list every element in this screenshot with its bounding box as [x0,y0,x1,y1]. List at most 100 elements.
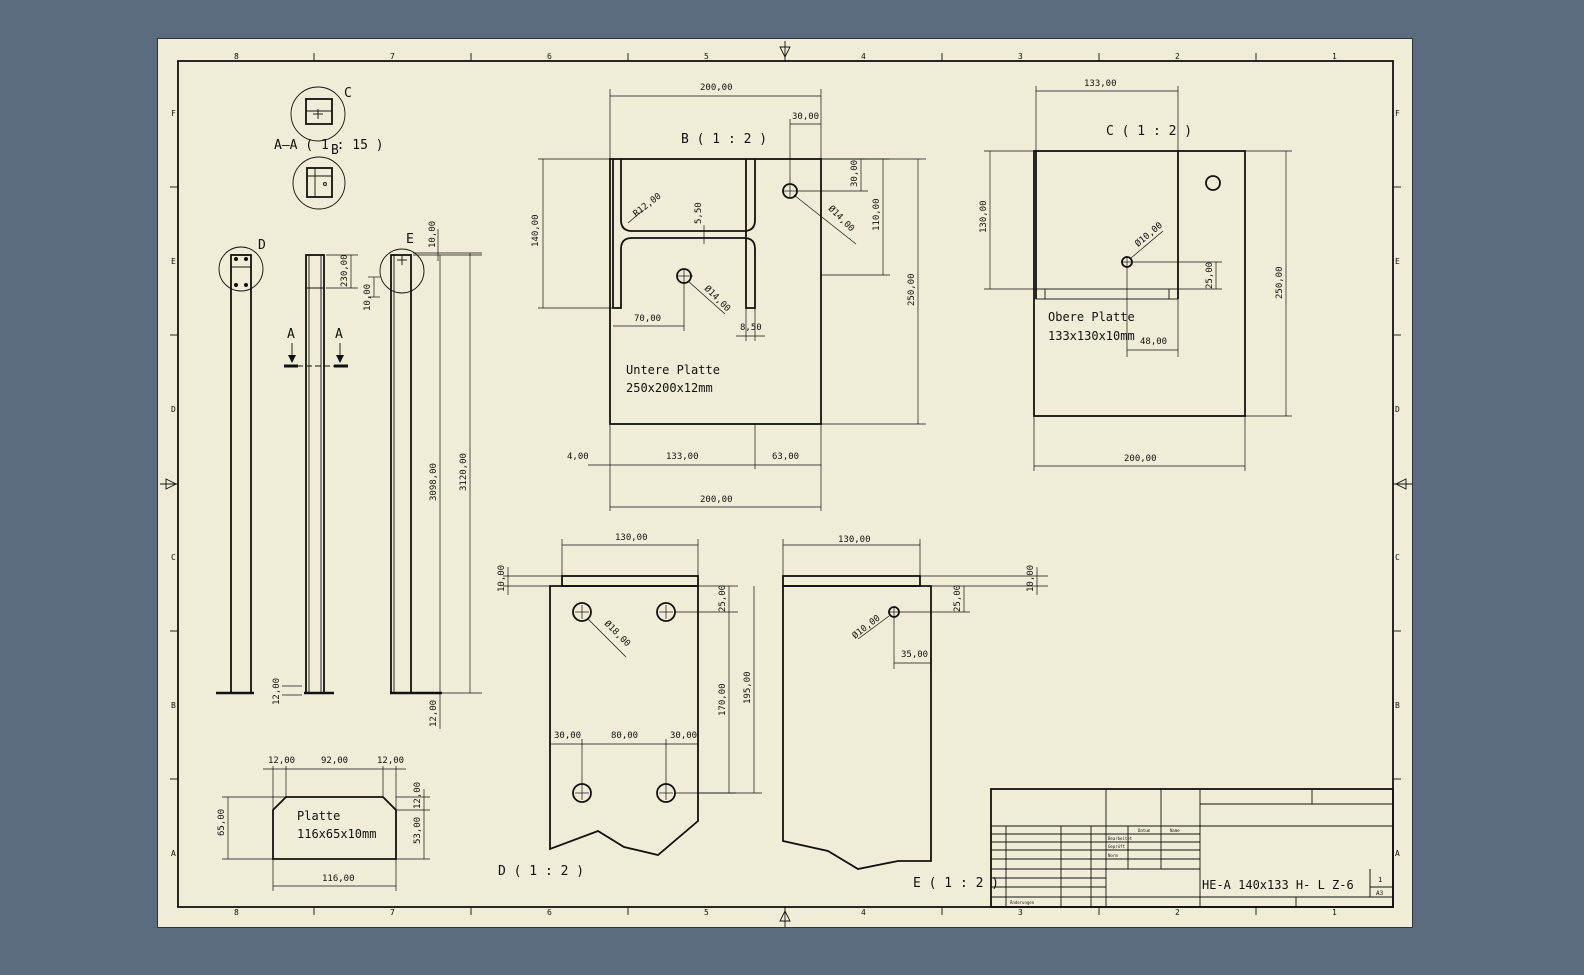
tb-drawing-title: HE-A 140x133 H- L Z-6 [1202,878,1354,892]
zone-x-3: 3 [1018,52,1023,61]
dim-plate-v12: 12,00 [413,782,423,809]
zone-ticks [170,53,1401,915]
dim-d-a30: 30,00 [554,731,581,741]
dim-plate-v53: 53,00 [413,817,423,844]
zone-y-d-right: D [1395,405,1400,414]
callout-b-label: B [331,143,339,158]
zone-x-8-bottom: 8 [234,908,239,917]
section-aa-title: A–A ( 1 : 15 ) [274,138,384,153]
zone-y-d: D [171,405,176,414]
dim-c-h130: 130,00 [979,200,989,233]
dim-b-d14-a: Ø14,00 [826,203,857,234]
section-aa-view: C A–A ( 1 : 15 ) B [274,86,384,210]
dim-12: 12,00 [272,678,282,705]
zone-x-6-bottom: 6 [547,908,552,917]
dim-b-x70: 70,00 [634,314,661,324]
dim-10: 10,00 [363,284,373,311]
tb-sheet-no: 1 [1378,876,1382,884]
dim-c-d10: Ø10,00 [1133,220,1165,249]
column-left-view: D [216,238,266,695]
dim-d-b80: 80,00 [611,731,638,741]
drawing-sheet: 8 7 6 5 4 3 2 1 8 7 6 5 4 3 2 1 F E D C … [157,38,1413,928]
dim-e-t10: 10,00 [1026,565,1036,592]
view-b-note-2: 250x200x12mm [626,381,713,395]
title-block: Bearbeitet Geprüft Norm Datum Name Änder… [990,788,1394,908]
centering-marks [160,41,1412,927]
plate-note-1: Platte [297,809,340,823]
drawing-canvas: 8 7 6 5 4 3 2 1 8 7 6 5 4 3 2 1 F E D C … [160,41,1412,927]
tb-label-name: Name [1170,828,1180,833]
zone-x-7: 7 [390,52,395,61]
tb-label-aenderungen: Änderungen [1010,900,1035,905]
dim-e-v25: 25,00 [953,585,963,612]
callout-c-label: C [344,86,352,101]
dim-col-12: 12,00 [429,700,439,727]
dim-c-x48: 48,00 [1140,337,1167,347]
dim-plate-w116: 116,00 [322,874,355,884]
dim-d-d18: Ø18,00 [602,618,633,649]
title-clip-mask [1361,871,1370,895]
zone-y-c-right: C [1395,553,1400,562]
tb-label-datum: Datum [1138,828,1151,833]
dim-b-x133: 133,00 [666,452,699,462]
dim-b-bottom-200: 200,00 [700,495,733,505]
view-c-title: C ( 1 : 2 ) [1106,124,1192,139]
dim-d-t10: 10,00 [497,565,507,592]
zone-x-2-bottom: 2 [1175,908,1180,917]
zone-x-4-bottom: 4 [861,908,866,917]
dim-col-3098: 3098,00 [429,463,439,501]
zone-x-2: 2 [1175,52,1180,61]
dim-b-x4: 4,00 [567,452,589,462]
zone-y-c: C [171,553,176,562]
view-b-note-1: Untere Platte [626,363,720,377]
view-e-title: E ( 1 : 2 ) [913,876,999,891]
zone-y-b-right: B [1395,701,1400,710]
zone-x-3-bottom: 3 [1018,908,1023,917]
dim-c-bottom-200: 200,00 [1124,454,1157,464]
dim-col-3120: 3120,00 [459,453,469,491]
zone-x-1-bottom: 1 [1332,908,1337,917]
dim-b-h140: 140,00 [531,214,541,247]
zone-y-f: F [171,109,176,118]
column-right-view: E 10,00 3098,00 3120,00 12,00 [379,221,482,729]
section-a-left-label: A [287,327,295,342]
plate-note-2: 116x65x10mm [297,827,376,841]
view-c: C ( 1 : 2 ) Obere Platte 133x130x10mm 13… [979,79,1292,471]
dim-d-v25: 25,00 [718,585,728,612]
zone-x-1: 1 [1332,52,1337,61]
zone-y-a: A [171,849,176,858]
plate-view: Platte 116x65x10mm 12,00 92,00 12,00 65,… [217,756,430,891]
dim-b-8-5: 8,50 [740,323,762,333]
zone-x-7-bottom: 7 [390,908,395,917]
dim-b-hole-30: 30,00 [792,112,819,122]
dim-d-h170: 170,00 [718,683,728,716]
dim-c-h250: 250,00 [1275,266,1285,299]
dim-d-h195: 195,00 [743,671,753,704]
dim-d-w130: 130,00 [615,533,648,543]
tb-label-geprueft: Geprüft [1108,844,1125,849]
dim-e-w130: 130,00 [838,535,871,545]
view-b: B ( 1 : 2 ) Untere Platte 250x200x12mm 2… [531,83,926,511]
dim-plate-h65: 65,00 [217,809,227,836]
view-d-title: D ( 1 : 2 ) [498,864,584,879]
zone-x-4: 4 [861,52,866,61]
zone-y-e: E [171,257,176,266]
dim-c-top-133: 133,00 [1084,79,1117,89]
dim-col-10: 10,00 [428,221,438,248]
dim-b-h110: 110,00 [872,198,882,231]
view-b-title: B ( 1 : 2 ) [681,132,767,147]
dim-c-v25: 25,00 [1205,262,1215,289]
zone-x-5-bottom: 5 [704,908,709,917]
dim-230: 230,00 [340,254,350,287]
section-a-right-label: A [335,327,343,342]
dim-b-h250: 250,00 [907,273,917,306]
tb-label-bearbeitet: Bearbeitet [1108,836,1133,841]
view-c-note-1: Obere Platte [1048,310,1135,324]
tb-sheet-size: A3 [1376,890,1384,897]
dim-d-c30: 30,00 [670,731,697,741]
callout-e-label: E [406,232,414,247]
callout-d-label: D [258,238,266,253]
dim-b-top-200: 200,00 [700,83,733,93]
tb-label-norm: Norm [1108,853,1118,858]
dim-b-v30: 30,00 [850,160,860,187]
